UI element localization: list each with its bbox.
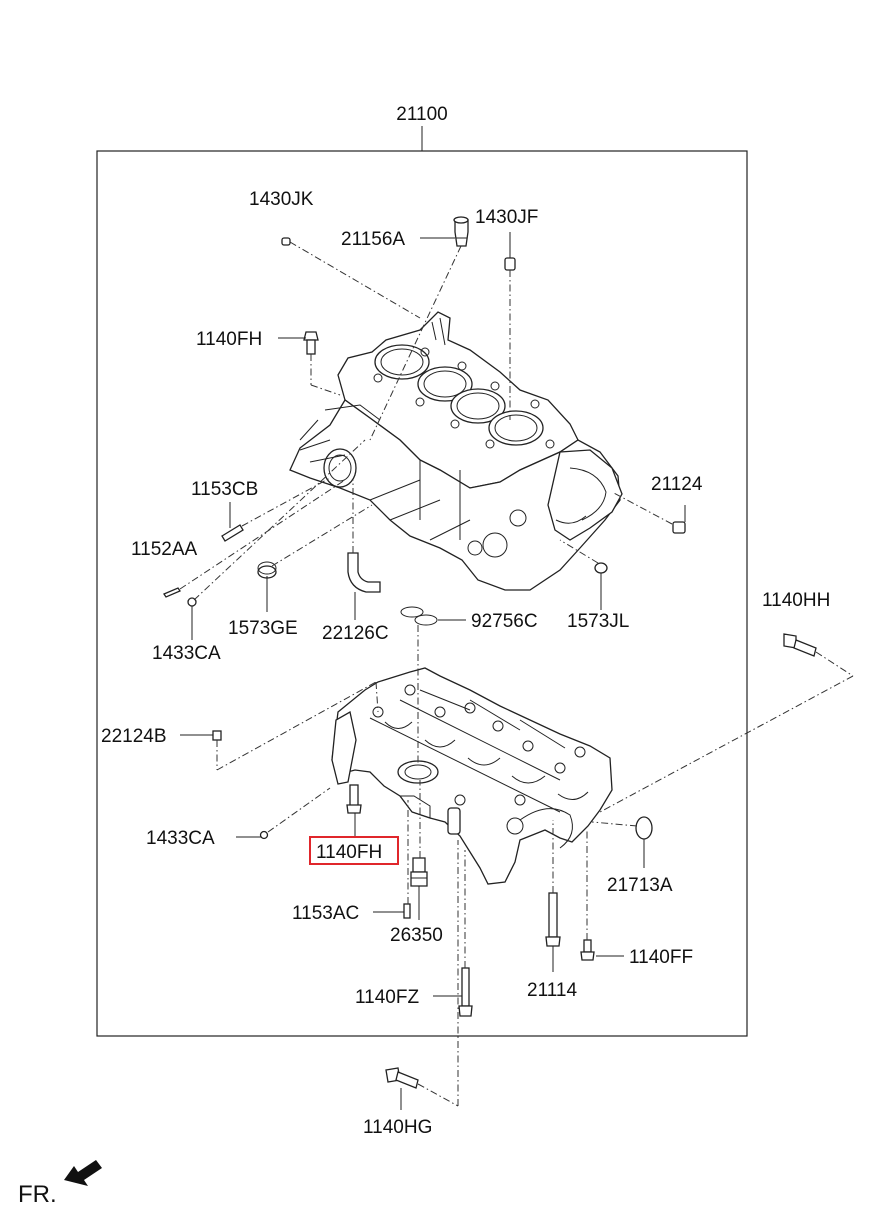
part-label: 1140HG bbox=[363, 1117, 432, 1138]
part-label: 92756C bbox=[471, 611, 538, 632]
part-label: 21124 bbox=[651, 474, 703, 495]
part-label: 1153CB bbox=[191, 479, 258, 500]
part-label: 1140FF bbox=[629, 947, 693, 968]
part-label: 1573JL bbox=[567, 611, 629, 632]
front-direction-marker: FR. bbox=[18, 1160, 102, 1208]
part-label: 1140FH bbox=[196, 329, 262, 350]
part-label: 1433CA bbox=[152, 643, 221, 664]
leader-lines bbox=[179, 232, 854, 1110]
part-label: 1573GE bbox=[228, 618, 298, 639]
part-label: 1430JF bbox=[475, 207, 538, 228]
crankcase-ladder-illustration bbox=[331, 667, 613, 885]
part-label: 22124B bbox=[101, 726, 167, 747]
highlight-box bbox=[309, 836, 399, 865]
part-label-highlighted[interactable]: 1140FH bbox=[316, 842, 382, 863]
front-arrow-icon bbox=[64, 1160, 102, 1186]
front-direction-label: FR. bbox=[18, 1181, 57, 1208]
part-label: 1152AA bbox=[131, 539, 198, 560]
part-label: 1433CA bbox=[146, 828, 215, 849]
part-label: 21156A bbox=[341, 229, 405, 250]
assembly-frame bbox=[96, 150, 748, 1037]
cylinder-block-illustration bbox=[289, 311, 623, 591]
part-label: 1140FZ bbox=[355, 987, 419, 1008]
part-label: 1140HH bbox=[762, 590, 830, 611]
part-label: 22126C bbox=[322, 623, 389, 644]
part-label: 21114 bbox=[527, 980, 577, 1001]
part-label: 1430JK bbox=[249, 189, 314, 210]
part-label: 21100 bbox=[396, 104, 447, 125]
part-label: 1153AC bbox=[292, 903, 359, 924]
part-label: 21713A bbox=[607, 875, 673, 896]
part-label: 26350 bbox=[390, 925, 443, 946]
